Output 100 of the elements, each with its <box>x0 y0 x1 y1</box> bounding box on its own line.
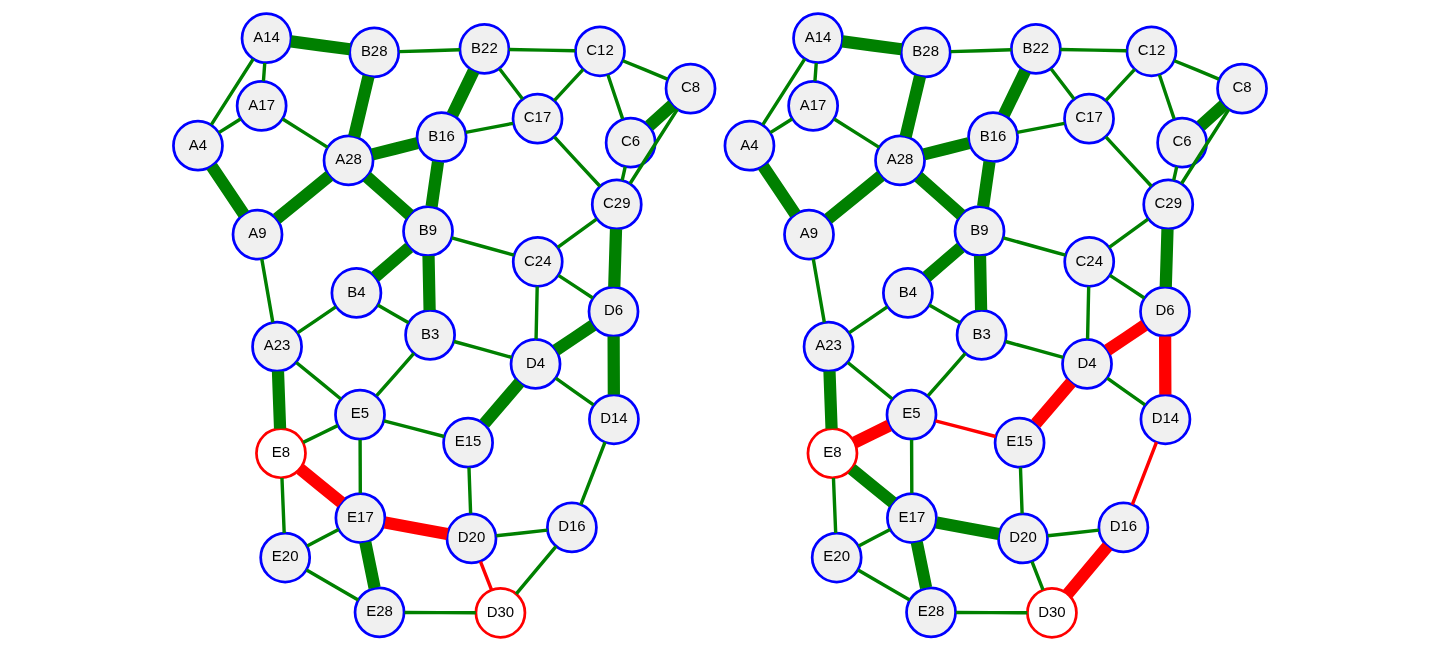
node-circle: B16 <box>415 111 468 163</box>
connector <box>362 172 414 220</box>
connector <box>508 47 576 53</box>
connector <box>554 376 595 407</box>
connector <box>977 160 996 208</box>
node-circle: E5 <box>334 388 386 441</box>
connector <box>935 516 1000 540</box>
node-circle: B9 <box>953 205 1006 258</box>
node-circle: C17 <box>511 92 564 145</box>
connector <box>1109 274 1146 300</box>
connector <box>280 477 286 534</box>
connector <box>1031 378 1076 428</box>
connector <box>823 371 838 429</box>
connector <box>761 58 807 126</box>
node-circle: E28 <box>353 586 406 639</box>
connector <box>358 439 362 494</box>
connector <box>383 516 449 540</box>
connector <box>479 378 525 428</box>
connector <box>260 258 275 323</box>
connector <box>376 303 410 325</box>
connector <box>399 48 460 54</box>
connector <box>831 477 838 534</box>
node-circle: E20 <box>259 531 312 584</box>
node-circle: E8 <box>255 427 307 480</box>
connector <box>622 59 669 81</box>
connector <box>206 162 249 218</box>
node-circle: D16 <box>546 501 598 554</box>
node-circle: E20 <box>810 531 863 584</box>
node-circle: A14 <box>792 12 844 65</box>
connector <box>295 361 342 401</box>
connector <box>1104 68 1136 102</box>
connector <box>620 166 627 181</box>
connector <box>453 339 513 360</box>
connector <box>998 68 1031 118</box>
connector <box>290 35 351 56</box>
connector <box>271 371 287 429</box>
connector <box>498 67 524 101</box>
connector <box>606 74 625 120</box>
connector <box>447 68 480 118</box>
connector <box>465 121 514 135</box>
connector <box>848 305 889 335</box>
connector <box>514 545 558 595</box>
connector <box>302 424 339 444</box>
connector <box>628 108 679 185</box>
node-circle: D20 <box>997 512 1049 565</box>
node-circle: C12 <box>574 25 626 78</box>
connector <box>1047 528 1100 538</box>
connector <box>496 528 548 538</box>
connector <box>1016 121 1065 135</box>
node-circle: E8 <box>806 427 859 480</box>
node-circle: E28 <box>905 586 957 639</box>
connector <box>922 242 965 282</box>
node-circle: C6 <box>1156 116 1208 169</box>
connector <box>467 467 473 514</box>
node-circle: D30 <box>474 586 527 639</box>
connector <box>296 305 337 335</box>
connector <box>758 162 801 218</box>
connector <box>553 135 602 188</box>
node-circle: B22 <box>458 23 511 75</box>
node-circle: B4 <box>882 267 934 319</box>
node-circle: E17 <box>886 492 938 544</box>
connector <box>1049 67 1076 101</box>
connector <box>935 419 997 439</box>
connector <box>1172 166 1179 181</box>
connector <box>926 352 967 397</box>
connector <box>841 35 903 56</box>
connector <box>857 568 911 602</box>
connector <box>1159 229 1174 288</box>
node-circle: B3 <box>404 309 456 361</box>
connector <box>846 361 894 401</box>
connector <box>1104 320 1148 356</box>
connector <box>209 58 255 126</box>
connector <box>813 62 818 82</box>
node-circle: A9 <box>783 208 835 261</box>
node-circle: B4 <box>330 267 383 319</box>
connector <box>1063 542 1113 598</box>
connector <box>857 528 891 548</box>
connector <box>348 74 375 138</box>
node-circle: B3 <box>955 309 1008 361</box>
node-circle: D20 <box>445 512 498 565</box>
node-circle: B22 <box>1010 23 1062 75</box>
connector <box>451 236 515 257</box>
connector <box>552 320 597 356</box>
connector <box>217 117 242 135</box>
connector <box>534 286 539 340</box>
node-circle: D4 <box>509 338 562 390</box>
node-circle: C24 <box>1063 235 1116 288</box>
node-circle: C17 <box>1063 92 1115 145</box>
node-circle: B9 <box>402 205 454 258</box>
connector <box>1030 560 1045 591</box>
node-circle: A28 <box>322 134 375 187</box>
node-circle: E17 <box>334 492 387 544</box>
connector <box>1159 336 1172 395</box>
connector <box>973 255 988 311</box>
connector <box>1018 467 1024 514</box>
connector <box>1005 339 1064 360</box>
connector <box>404 610 476 615</box>
node-circle: B16 <box>967 111 1019 163</box>
node-circle: C8 <box>664 62 717 115</box>
node-circle: D14 <box>1139 393 1192 446</box>
